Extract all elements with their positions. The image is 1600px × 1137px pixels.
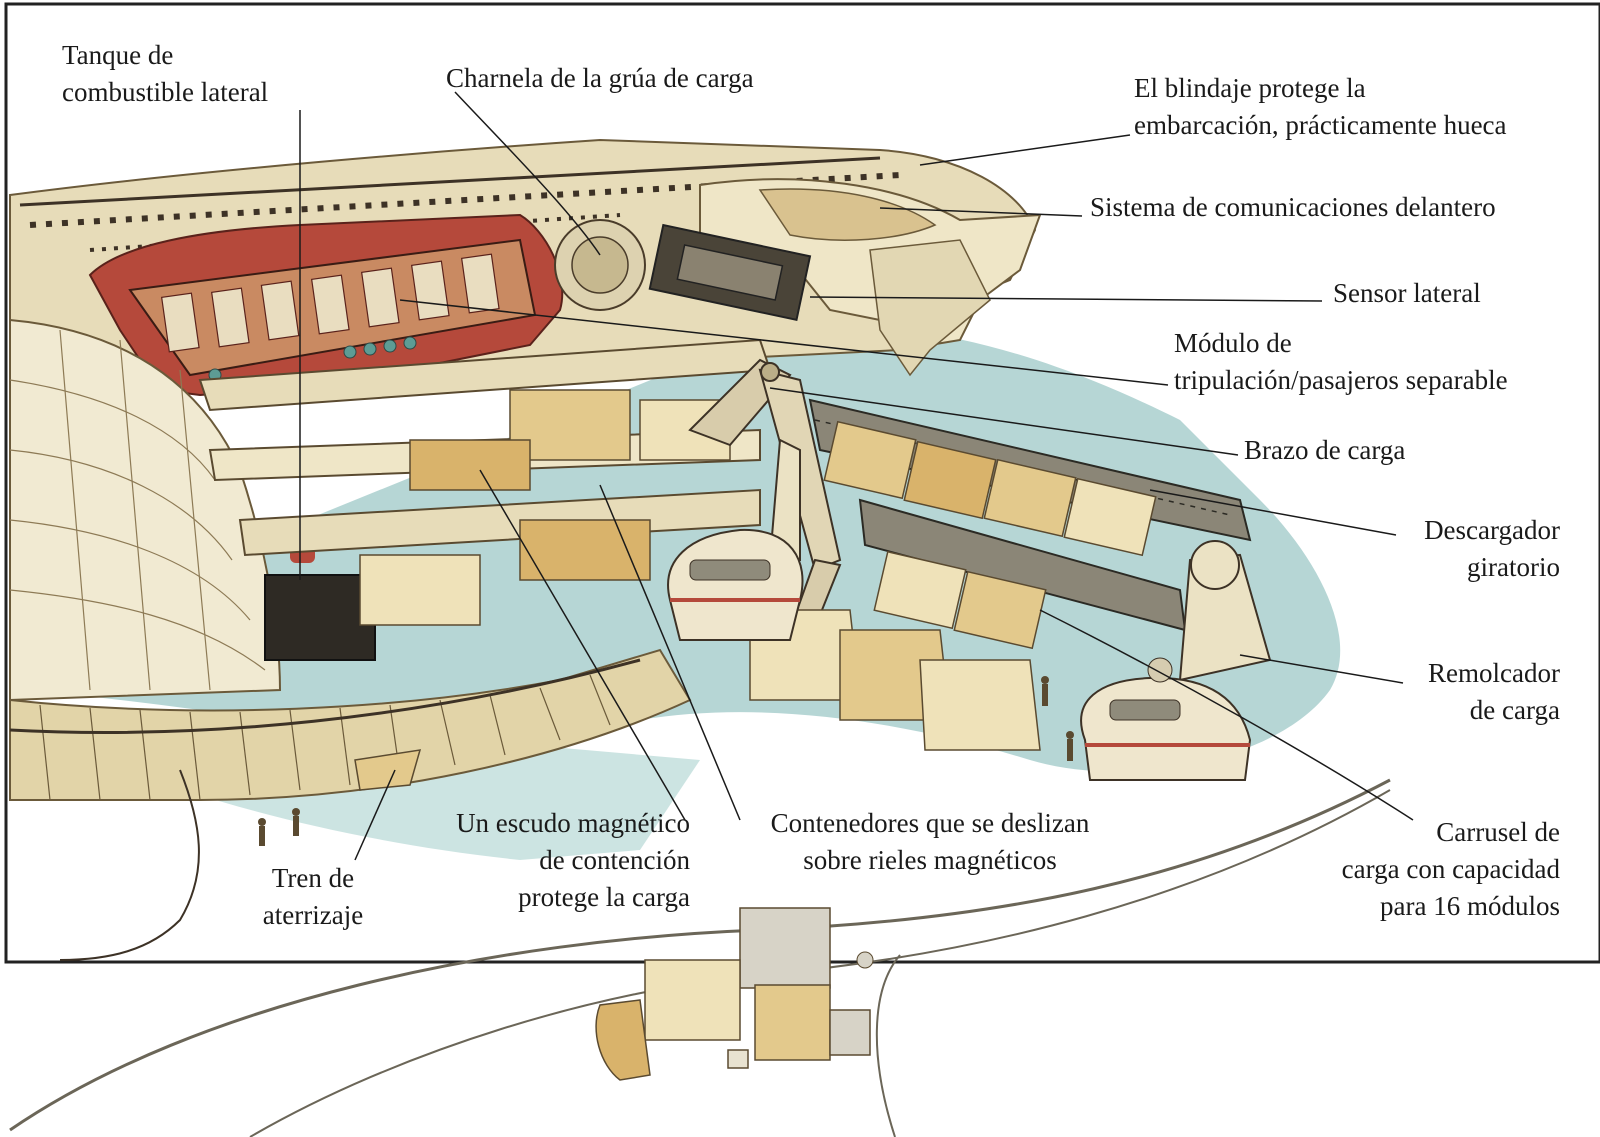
label-line: Un escudo magnético	[456, 808, 690, 838]
leader-escudo	[479, 469, 686, 821]
ground-crates	[595, 907, 871, 1081]
side-sensor	[676, 244, 784, 301]
label-line: Carrusel de	[1436, 817, 1560, 847]
label-line: Contenedores que se deslizan	[770, 808, 1090, 838]
label-line: Brazo de carga	[1244, 435, 1406, 465]
label-line: carga con capacidad	[1341, 854, 1560, 884]
label-landing-gear: Tren de aterrizaje	[238, 860, 388, 934]
lower-deck-rail	[238, 488, 761, 557]
crew-figures	[258, 676, 1074, 846]
leader-contenedores	[599, 484, 741, 821]
label-line: embarcación, prácticamente hueca	[1134, 110, 1507, 140]
leader-carrusel	[1039, 609, 1414, 821]
comms-dish	[758, 188, 937, 241]
label-comms-system: Sistema de comunicaciones delantero	[1090, 189, 1496, 226]
droid	[856, 951, 874, 969]
label-line: Sensor lateral	[1333, 278, 1481, 308]
label-cargo-tug: Remolcador de carga	[1385, 655, 1560, 729]
label-line: sobre rieles magnéticos	[803, 845, 1057, 875]
ground-containers	[749, 609, 1041, 751]
label-side-fuel-tank: Tanque de combustible lateral	[62, 37, 268, 111]
label-loading-arm: Brazo de carga	[1244, 432, 1405, 469]
label-crew-module: Módulo de tripulación/pasajeros separabl…	[1174, 325, 1508, 399]
label-line: El blindaje protege la	[1134, 73, 1366, 103]
label-cargo-carousel: Carrusel de carga con capacidad para 16 …	[1290, 814, 1560, 925]
label-line: combustible lateral	[62, 77, 269, 107]
label-rotary-unloader: Descargador giratorio	[1385, 512, 1560, 586]
crane-hinge-hub	[571, 236, 629, 294]
hold-containers	[359, 389, 731, 626]
label-magnetic-shield: Un escudo magnético de contención proteg…	[415, 805, 690, 916]
cargo-tug-left	[667, 528, 804, 641]
leader-sensor	[809, 296, 1323, 302]
nose-plates	[869, 239, 991, 377]
label-line: de carga	[1469, 695, 1560, 725]
hull-ribs	[29, 172, 901, 228]
label-line: Sistema de comunicaciones delantero	[1090, 192, 1496, 222]
label-line: tripulación/pasajeros separable	[1174, 365, 1508, 395]
leader-modulo	[399, 299, 1169, 386]
leader-sistema	[879, 207, 1083, 217]
ground-cable-2	[875, 954, 901, 1137]
power-cable	[59, 769, 200, 961]
label-line: Módulo de	[1174, 328, 1292, 358]
belly-ribs	[39, 674, 611, 801]
side-fuel-tank	[264, 574, 376, 661]
label-line: giratorio	[1467, 552, 1560, 582]
leader-blindaje	[919, 134, 1131, 166]
cargo-tug-right	[1080, 657, 1252, 781]
leader-lines	[299, 91, 1414, 861]
cargo-carousel	[768, 398, 1272, 682]
hull-top-rail	[19, 156, 881, 207]
label-line: aterrizaje	[262, 900, 364, 930]
label-sliding-containers: Contenedores que se deslizan sobre riele…	[740, 805, 1120, 879]
label-line: Tanque de	[62, 40, 174, 70]
label-line: de contención	[539, 845, 690, 875]
label-line: Charnela de la grúa de carga	[446, 63, 754, 93]
label-line: Remolcador	[1428, 658, 1560, 688]
label-side-sensor: Sensor lateral	[1333, 275, 1481, 312]
label-crane-hinge: Charnela de la grúa de carga	[446, 60, 754, 97]
passenger-seats	[160, 253, 500, 353]
module-lights	[208, 336, 417, 382]
label-line: protege la carga	[518, 882, 690, 912]
leader-charnela	[454, 91, 601, 256]
hull-panel-lines	[9, 329, 266, 691]
belly-seam	[9, 658, 641, 734]
leader-brazo	[769, 387, 1239, 456]
leader-tren	[354, 769, 396, 861]
leader-remolcador	[1239, 654, 1404, 684]
label-line: para 16 módulos	[1380, 891, 1560, 921]
label-line: Descargador	[1424, 515, 1560, 545]
label-armour: El blindaje protege la embarcación, prác…	[1134, 70, 1507, 144]
landing-gear-pad	[354, 749, 422, 791]
leader-descargador	[1149, 489, 1397, 536]
label-line: Tren de	[271, 863, 355, 893]
